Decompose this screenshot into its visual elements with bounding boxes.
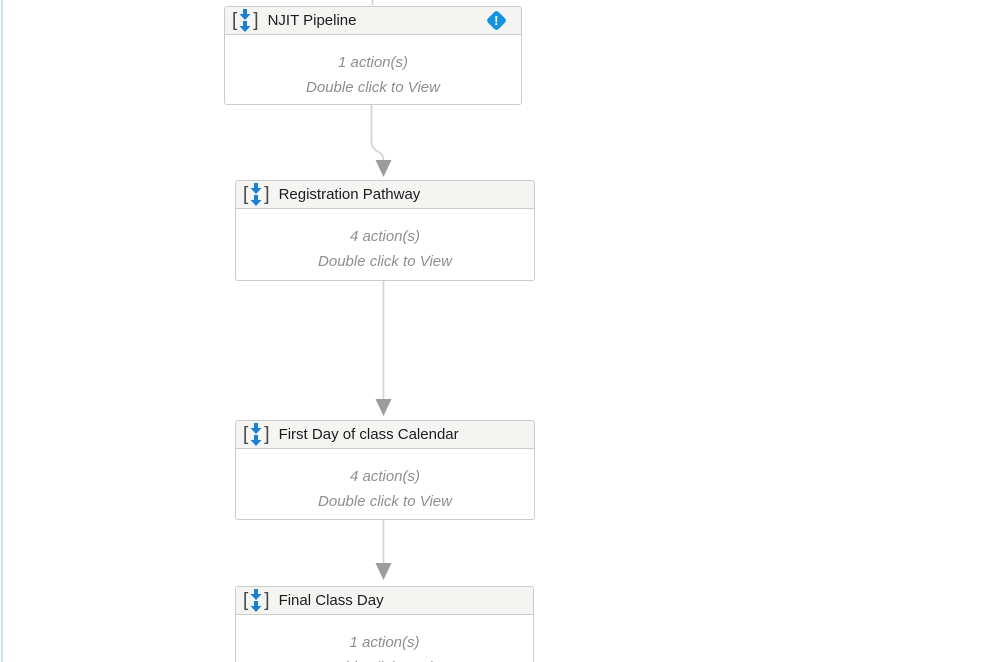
double-down-arrow-icon bbox=[239, 8, 251, 32]
workflow-node-njit-pipeline[interactable]: [] NJIT Pipeline! 1 action(s) Double click … bbox=[224, 6, 522, 105]
node-actions-count: 4 action(s) bbox=[349, 228, 421, 245]
workflow-node-registration-pathway[interactable]: [] Registration Pathway 4 action(s) Double … bbox=[235, 180, 535, 281]
canvas-left-border bbox=[1, 0, 3, 662]
node-header[interactable]: [] Registration Pathway bbox=[236, 181, 534, 209]
bracket-right: ] bbox=[264, 423, 270, 445]
node-body[interactable]: 4 action(s) Double click to View bbox=[236, 449, 534, 514]
connector-arrowhead-icon bbox=[375, 160, 392, 177]
node-hint: Double click to View bbox=[236, 655, 533, 662]
bracket-left: [ bbox=[243, 589, 249, 611]
bracket-right: ] bbox=[264, 589, 270, 611]
node-hint: Double click to View bbox=[318, 253, 452, 270]
node-hint: Double click to View bbox=[306, 79, 440, 96]
node-title: Final Class Day bbox=[278, 592, 384, 609]
node-actions-count: 4 action(s) bbox=[349, 468, 421, 485]
alert-exclamation-glyph: ! bbox=[494, 13, 499, 28]
node-actions-count: 1 action(s) bbox=[349, 634, 420, 651]
double-down-arrow-icon bbox=[250, 182, 262, 206]
node-body[interactable]: 4 action(s) Double click to View bbox=[236, 209, 534, 274]
node-body[interactable]: 1 action(s) Double click to View bbox=[225, 35, 521, 100]
node-title: NJIT Pipeline bbox=[267, 12, 357, 29]
node-title: Registration Pathway bbox=[278, 186, 421, 203]
bracket-right: ] bbox=[253, 9, 259, 31]
node-header[interactable]: [] NJIT Pipeline! bbox=[225, 7, 521, 35]
bracket-left: [ bbox=[243, 183, 249, 205]
node-actions-count: 1 action(s) bbox=[337, 54, 409, 71]
connector-arrowhead-icon bbox=[375, 563, 392, 580]
node-title: First Day of class Calendar bbox=[278, 426, 459, 443]
workflow-node-first-day-of-class-calendar[interactable]: [] First Day of class Calendar 4 action(s)… bbox=[235, 420, 535, 520]
node-hint: Double click to View bbox=[318, 493, 452, 510]
bracket-left: [ bbox=[232, 9, 238, 31]
bracket-right: ] bbox=[264, 183, 270, 205]
bracket-left: [ bbox=[243, 423, 249, 445]
double-down-arrow-icon bbox=[250, 588, 262, 612]
connector-arrowhead-icon bbox=[375, 399, 392, 416]
workflow-node-final-class-day[interactable]: [] Final Class Day 1 action(s) Double click… bbox=[235, 586, 534, 662]
alert-diamond-icon[interactable]: ! bbox=[485, 9, 508, 32]
double-down-arrow-icon bbox=[250, 422, 262, 446]
node-header[interactable]: [] Final Class Day bbox=[236, 587, 533, 615]
connector-line-njit-to-registration bbox=[370, 105, 385, 161]
node-body[interactable]: 1 action(s) Double click to View bbox=[236, 615, 533, 662]
node-header[interactable]: [] First Day of class Calendar bbox=[236, 421, 534, 449]
